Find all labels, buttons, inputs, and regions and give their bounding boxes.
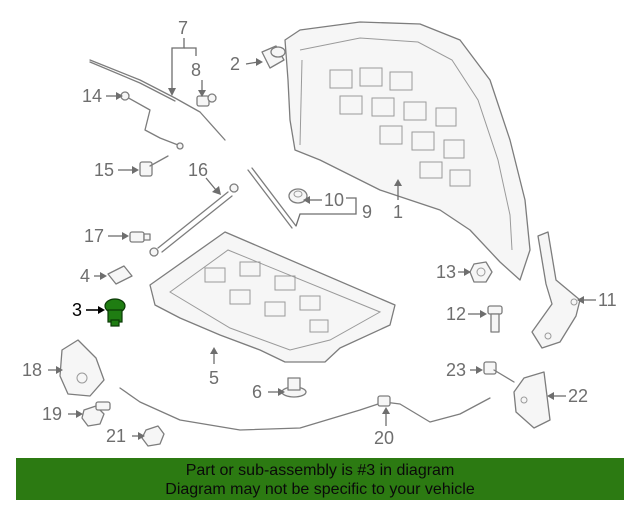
callout-15: 15 (94, 160, 114, 180)
pin-part-8 (196, 93, 217, 107)
hood-insulator (149, 231, 396, 363)
callout-21: 21 (106, 426, 126, 446)
callout-1: 1 (393, 202, 403, 222)
hood-hinge (531, 231, 581, 349)
leader-lines (48, 38, 596, 440)
hood-parts-diagram: 7 8 2 14 15 16 10 9 1 17 4 3 13 12 11 5 … (22, 18, 617, 448)
callout-3: 3 (72, 300, 82, 320)
hood-lift-strut (149, 183, 239, 257)
push-pin-part-3 (104, 298, 126, 327)
callout-7: 7 (178, 18, 188, 38)
hood-release-cable (119, 387, 491, 431)
callout-4: 4 (80, 266, 90, 286)
callout-22: 22 (568, 386, 588, 406)
callout-11: 11 (598, 290, 617, 310)
callout-2: 2 (230, 54, 240, 74)
callout-14: 14 (82, 86, 102, 106)
clip-part-4 (107, 265, 133, 285)
hood-reinforcement-grid (329, 67, 471, 187)
callout-13: 13 (436, 262, 456, 282)
grommet-part-10 (288, 188, 308, 204)
banner-line-1: Part or sub-assembly is #3 in diagram (185, 462, 455, 479)
callout-19: 19 (42, 404, 62, 424)
bolt-part-21 (141, 425, 165, 447)
stud-part-23 (483, 361, 515, 383)
callout-5: 5 (209, 368, 219, 388)
bolt-part-12 (487, 305, 503, 333)
screw-part-17 (129, 231, 151, 243)
banner-line-2: Diagram may not be specific to your vehi… (165, 481, 475, 498)
callout-16: 16 (188, 160, 208, 180)
callout-9: 9 (362, 202, 372, 222)
hood-panel (284, 21, 531, 281)
bolt-part-19 (81, 401, 111, 427)
cable-clip (377, 395, 391, 407)
nut-part-13 (469, 261, 493, 283)
bolt-part-15 (139, 155, 169, 177)
info-banner: Part or sub-assembly is #3 in diagram Di… (16, 458, 624, 500)
callout-10: 10 (324, 190, 344, 210)
hood-bumper (261, 45, 286, 69)
hood-seal-strip (89, 59, 226, 141)
callout-23: 23 (446, 360, 466, 380)
callout-18: 18 (22, 360, 42, 380)
callout-8: 8 (191, 60, 201, 80)
callout-12: 12 (446, 304, 466, 324)
callout-17: 17 (84, 226, 104, 246)
hood-seal-strip-inner (89, 61, 176, 102)
hood-prop-rod (247, 169, 293, 229)
callout-6: 6 (252, 382, 262, 402)
hood-latch (59, 339, 105, 397)
callout-20: 20 (374, 428, 394, 448)
callout-labels: 7 8 2 14 15 16 10 9 1 17 4 3 13 12 11 5 … (22, 18, 617, 448)
hood-wire-harness (124, 95, 179, 146)
bracket-part-22 (513, 371, 551, 429)
bumper-part-6 (281, 377, 307, 398)
